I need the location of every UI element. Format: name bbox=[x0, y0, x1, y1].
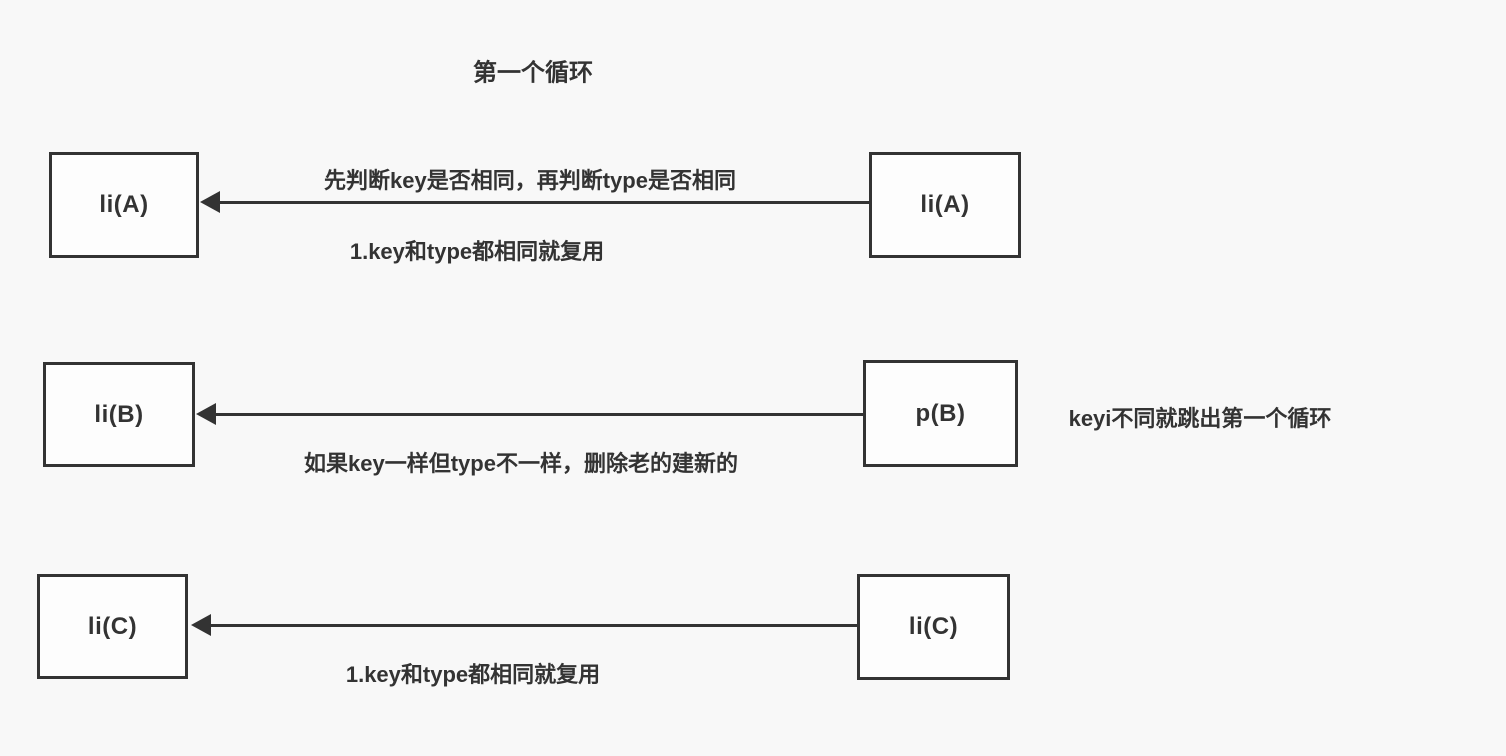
diagram-title: 第一个循环 bbox=[473, 59, 593, 87]
node-row2-left: li(B) bbox=[43, 362, 195, 467]
node-row3-left-label: li(C) bbox=[87, 612, 138, 640]
arrowhead-row2-left-icon bbox=[196, 403, 216, 425]
node-row2-right: p(B) bbox=[863, 360, 1018, 467]
arrow-row1-shaft bbox=[218, 201, 869, 204]
node-row1-left-label: li(A) bbox=[99, 191, 149, 218]
node-row1-right: li(A) bbox=[869, 152, 1021, 258]
node-row2-left-label: li(B) bbox=[94, 400, 144, 428]
node-row1-right-label: li(A) bbox=[920, 191, 970, 218]
node-row3-left: li(C) bbox=[37, 574, 188, 679]
row3-note-below: 1.key和type都相同就复用 bbox=[345, 662, 601, 687]
arrowhead-row1-left-icon bbox=[200, 191, 220, 213]
arrow-row2-shaft bbox=[214, 413, 863, 416]
row1-note-below: 1.key和type都相同就复用 bbox=[349, 239, 605, 264]
row1-note-above: 先判断key是否相同，再判断type是否相同 bbox=[324, 168, 736, 193]
row2-note-below: 如果key一样但type不一样，删除老的建新的 bbox=[304, 451, 738, 476]
node-row1-left: li(A) bbox=[49, 152, 199, 258]
node-row2-right-label: p(B) bbox=[915, 399, 966, 427]
row2-side-note: keyi不同就跳出第一个循环 bbox=[1068, 406, 1332, 431]
arrowhead-row3-left-icon bbox=[191, 614, 211, 636]
arrow-row3-shaft bbox=[209, 624, 857, 627]
node-row3-right: li(C) bbox=[857, 574, 1010, 680]
node-row3-right-label: li(C) bbox=[908, 613, 959, 640]
